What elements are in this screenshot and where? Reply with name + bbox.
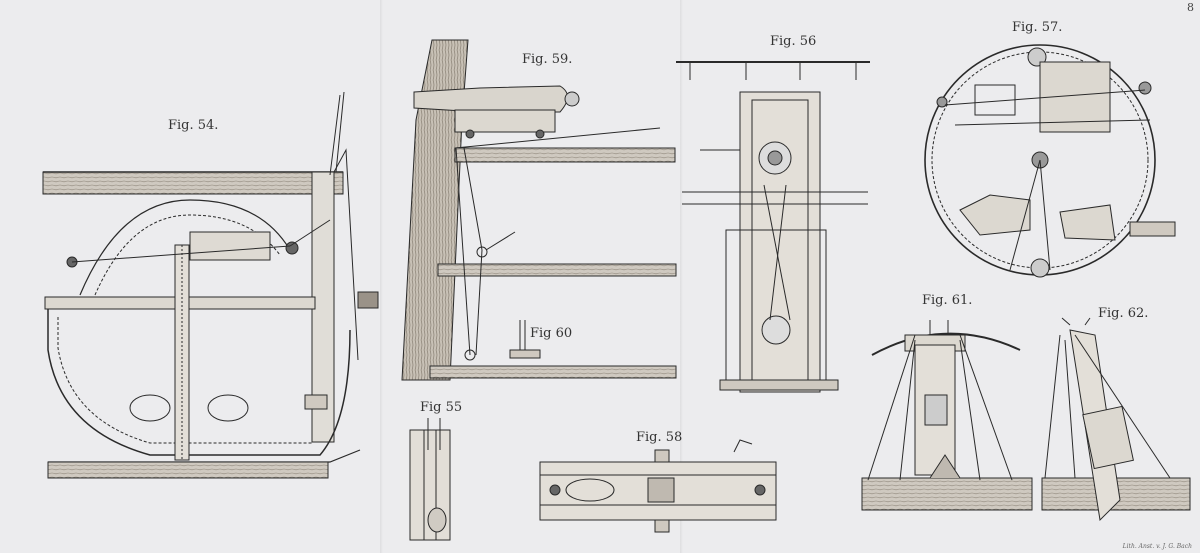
fig60-label: Fig 60: [530, 326, 573, 341]
fig61-drawing: [861, 320, 1033, 511]
fig62-drawing: [1041, 317, 1191, 522]
engraver-credit: Lith. Anst. v. J. G. Bach: [1122, 543, 1192, 550]
plate-number: 8: [1187, 1, 1194, 14]
fig62-label: Fig. 62.: [1098, 306, 1149, 321]
fig55-drawing: [409, 418, 451, 541]
fig57-label: Fig. 57.: [1012, 20, 1063, 35]
plate-fold: [680, 0, 683, 553]
fig54-drawing: [42, 91, 379, 479]
fig54-label: Fig. 54.: [168, 118, 219, 133]
plate-fold: [380, 0, 383, 553]
fig55-label: Fig 55: [420, 400, 463, 415]
fig56-label: Fig. 56: [770, 34, 817, 49]
fig59-drawing: [401, 39, 677, 381]
fig56-drawing: [676, 61, 870, 393]
fig58-label: Fig. 58: [636, 430, 683, 445]
fig61-label: Fig. 61.: [922, 293, 973, 308]
fig59-label: Fig. 59.: [522, 52, 573, 67]
fig57-drawing: [924, 44, 1176, 278]
fig58-drawing: [539, 439, 777, 533]
